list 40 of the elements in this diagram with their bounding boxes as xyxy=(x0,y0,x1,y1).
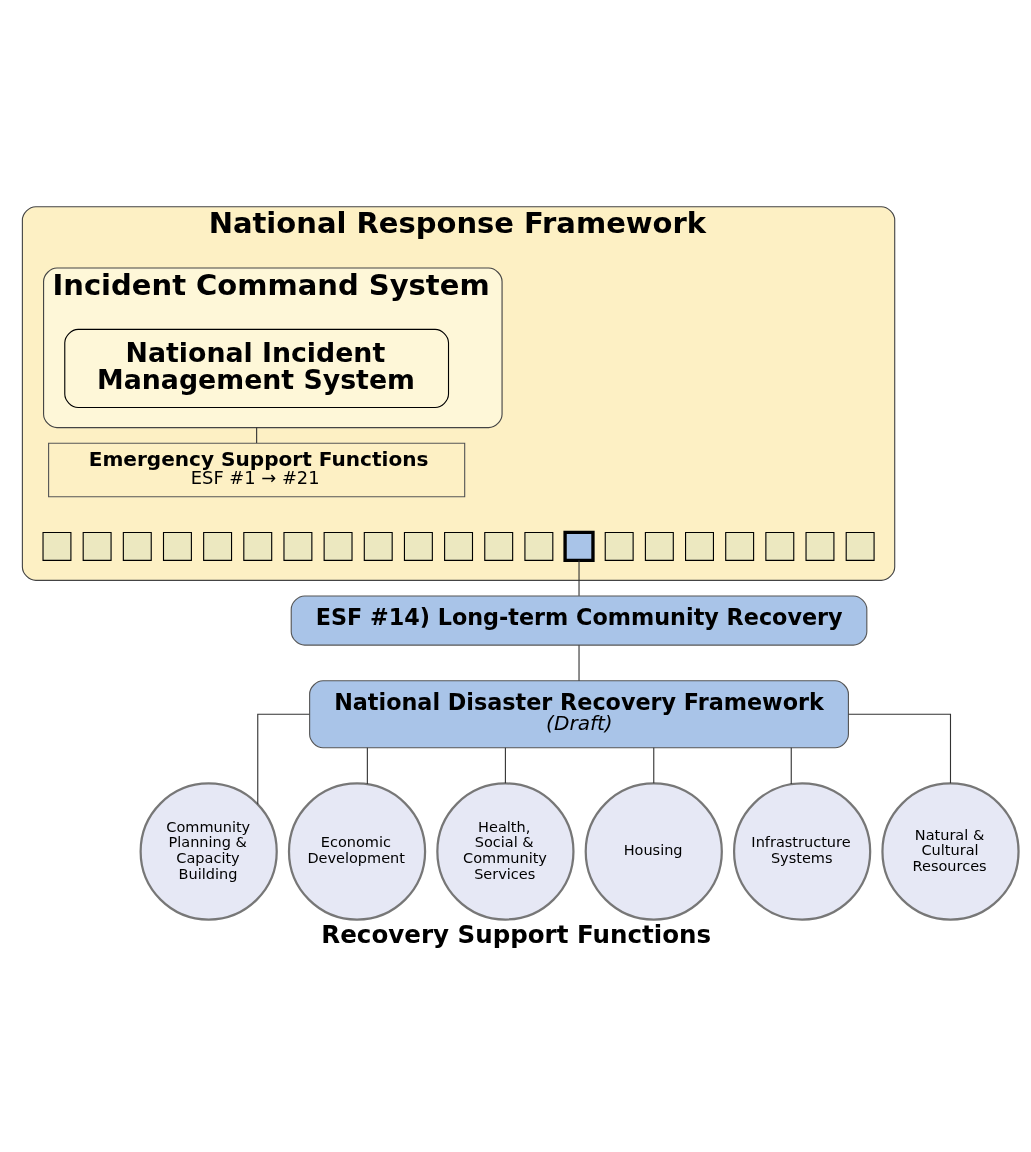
caption: Recovery Support Functions xyxy=(320,919,711,948)
node-circle: Community Planning & Capacity Building xyxy=(139,781,278,921)
node-box xyxy=(403,531,433,561)
node-box xyxy=(483,531,513,561)
node-box xyxy=(202,531,232,561)
node-box xyxy=(562,530,595,562)
node-box xyxy=(323,531,353,561)
node-box xyxy=(764,531,794,561)
node-circle: Economic Development xyxy=(287,781,426,921)
node-box xyxy=(41,531,71,561)
node-box xyxy=(724,531,754,561)
node-box: ESF #14) Long-term Community Recovery xyxy=(290,594,867,646)
node-box xyxy=(122,531,152,561)
connector xyxy=(577,559,580,596)
node-box xyxy=(363,531,393,561)
node-box xyxy=(443,531,473,561)
node-box xyxy=(804,531,834,561)
node-box xyxy=(282,531,312,561)
node-circle: Housing xyxy=(584,781,723,921)
node-box xyxy=(242,531,272,561)
node-circle: Natural & Cultural Resources xyxy=(880,781,1020,921)
node-box xyxy=(82,531,112,561)
node-box: National Incident Management System xyxy=(63,328,449,408)
node-circle: Infrastructure Systems xyxy=(732,781,871,921)
connector xyxy=(577,644,580,681)
node-box xyxy=(644,531,674,561)
node-box: Emergency Support Functions ESF #1 → #21 xyxy=(47,442,465,497)
connector xyxy=(504,746,506,784)
node-box: National Disaster Recovery Framework (Draft) xyxy=(308,679,849,748)
connector xyxy=(790,746,792,784)
connector xyxy=(652,746,654,784)
node-box xyxy=(604,531,634,561)
node-box xyxy=(845,531,875,561)
connector xyxy=(366,746,368,784)
node-box xyxy=(684,531,714,561)
node-box xyxy=(162,531,192,561)
node-box xyxy=(523,531,553,561)
connector xyxy=(256,713,310,805)
connector xyxy=(847,713,951,784)
node-circle: Health, Social & Community Services xyxy=(435,781,575,921)
